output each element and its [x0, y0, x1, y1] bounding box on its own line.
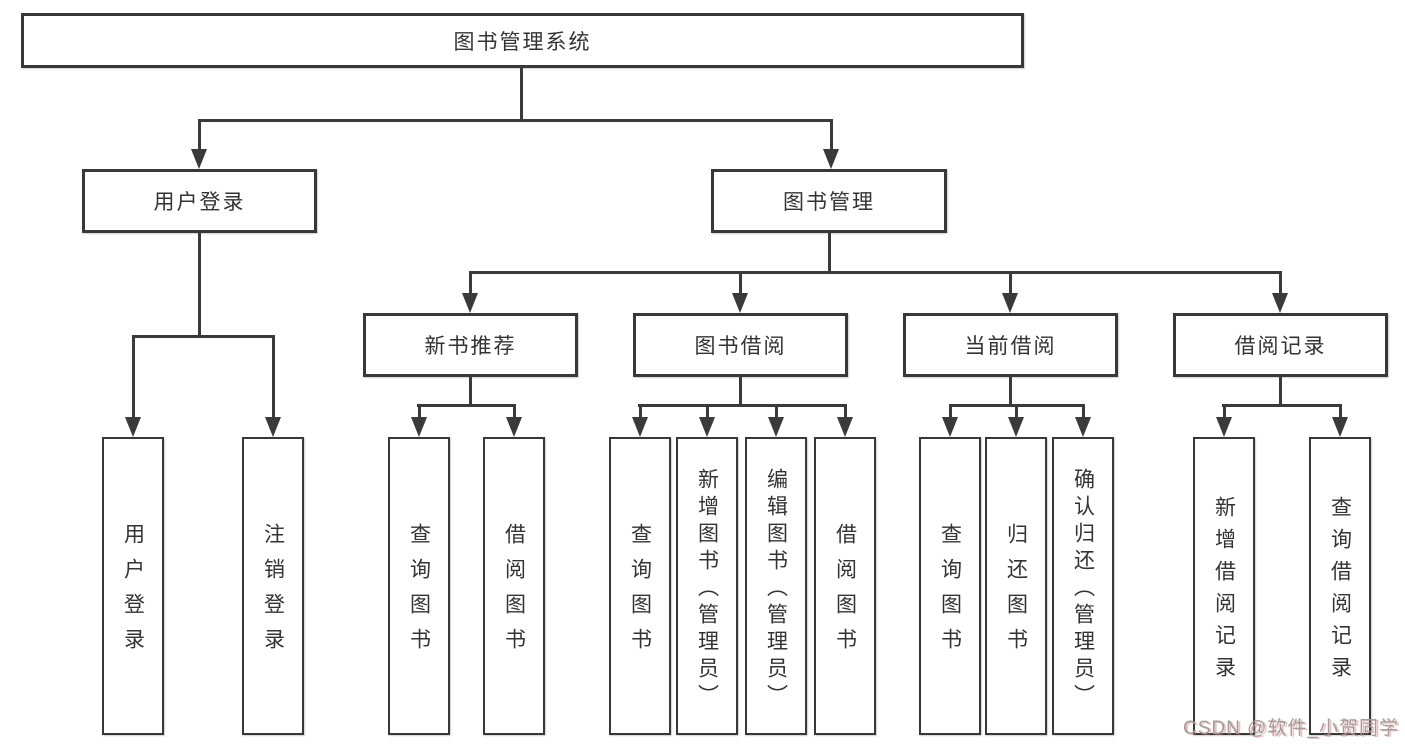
leaf-add-books-admin-label: 新增图书（管理员）	[695, 467, 719, 711]
arrow-down-icon	[506, 417, 522, 437]
leaf-borrow-books-borrow: 借阅图书	[814, 437, 876, 735]
leaf-query-books-borrow: 查询图书	[609, 437, 671, 735]
arrow-down-icon	[1332, 417, 1348, 437]
node-new-book-recommend-label: 新书推荐	[424, 335, 517, 358]
node-book-borrow-label: 图书借阅	[694, 335, 787, 358]
connector-book-borrow-split	[638, 404, 847, 407]
connector-root-stem	[520, 66, 523, 119]
connector-to-leaf-logout	[272, 335, 275, 419]
connector-to-book-borrow	[739, 271, 742, 295]
leaf-query-books-recommend-label: 查询图书	[407, 523, 431, 663]
leaf-confirm-return-admin-label: 确认归还（管理员）	[1071, 467, 1095, 711]
csdn-watermark: CSDN @软件_小贺同学	[1183, 718, 1399, 739]
connector-leaf	[775, 404, 778, 419]
arrow-down-icon	[411, 417, 427, 437]
node-root-label: 图书管理系统	[453, 30, 592, 54]
connector-leaf	[513, 404, 516, 419]
connector-level2-split	[198, 119, 832, 122]
connector-user-login-stem	[198, 231, 201, 335]
arrow-down-icon	[1272, 293, 1288, 313]
leaf-edit-books-admin: 编辑图书（管理员）	[745, 437, 807, 735]
leaf-borrow-books-recommend: 借阅图书	[483, 437, 545, 735]
connector-to-book-management	[830, 119, 833, 151]
connector-leaf	[1015, 404, 1018, 419]
connector-current-borrow-stem	[1009, 375, 1012, 404]
leaf-borrow-books-borrow-label: 借阅图书	[833, 523, 857, 663]
connector-user-login-split	[132, 335, 275, 338]
arrow-down-icon	[191, 149, 207, 169]
connector-leaf	[706, 404, 709, 419]
leaf-logout-label: 注销登录	[261, 523, 285, 663]
leaf-user-login: 用户登录	[102, 437, 164, 735]
connector-leaf	[1339, 404, 1342, 419]
node-book-management-label: 图书管理	[783, 191, 875, 214]
node-book-borrow: 图书借阅	[633, 313, 848, 377]
connector-to-current-borrow	[1009, 271, 1012, 295]
connector-to-user-login	[198, 119, 201, 151]
connector-book-management-stem	[828, 231, 831, 271]
arrow-down-icon	[265, 417, 281, 437]
arrow-down-icon	[1075, 417, 1091, 437]
arrow-down-icon	[732, 293, 748, 313]
leaf-add-borrow-record: 新增借阅记录	[1193, 437, 1255, 735]
leaf-user-login-label: 用户登录	[121, 523, 145, 663]
node-borrow-records-label: 借阅记录	[1234, 335, 1327, 358]
connector-leaf	[844, 404, 847, 419]
leaf-edit-books-admin-label: 编辑图书（管理员）	[764, 467, 788, 711]
arrow-down-icon	[837, 417, 853, 437]
arrow-down-icon	[462, 293, 478, 313]
arrow-down-icon	[1002, 293, 1018, 313]
arrow-down-icon	[942, 417, 958, 437]
connector-leaf	[639, 404, 642, 419]
connector-borrow-records-split	[1222, 404, 1341, 407]
node-borrow-records: 借阅记录	[1173, 313, 1388, 377]
connector-leaf	[418, 404, 421, 419]
node-current-borrow: 当前借阅	[903, 313, 1118, 377]
arrow-down-icon	[823, 149, 839, 169]
arrow-down-icon	[1216, 417, 1232, 437]
connector-new-book-recommend-split	[417, 404, 516, 407]
leaf-query-books-borrow-label: 查询图书	[628, 523, 652, 663]
connector-to-borrow-records	[1279, 271, 1282, 295]
connector-new-book-recommend-stem	[469, 375, 472, 404]
leaf-confirm-return-admin: 确认归还（管理员）	[1052, 437, 1114, 735]
leaf-query-books-recommend: 查询图书	[388, 437, 450, 735]
connector-leaf	[1082, 404, 1085, 419]
leaf-return-books: 归还图书	[985, 437, 1047, 735]
node-new-book-recommend: 新书推荐	[363, 313, 578, 377]
connector-to-leaf-user-login	[132, 335, 135, 419]
arrow-down-icon	[125, 417, 141, 437]
leaf-logout: 注销登录	[242, 437, 304, 735]
arrow-down-icon	[768, 417, 784, 437]
leaf-add-books-admin: 新增图书（管理员）	[676, 437, 738, 735]
connector-leaf	[1223, 404, 1226, 419]
node-user-login: 用户登录	[82, 169, 317, 233]
node-user-login-label: 用户登录	[153, 191, 246, 214]
connector-borrow-records-stem	[1279, 375, 1282, 404]
leaf-query-books-current-label: 查询图书	[938, 523, 962, 663]
leaf-borrow-books-recommend-label: 借阅图书	[502, 523, 526, 663]
arrow-down-icon	[1008, 417, 1024, 437]
arrow-down-icon	[632, 417, 648, 437]
connector-book-borrow-stem	[739, 375, 742, 404]
node-current-borrow-label: 当前借阅	[964, 335, 1057, 358]
leaf-query-borrow-record-label: 查询借阅记录	[1328, 495, 1352, 688]
arrow-down-icon	[699, 417, 715, 437]
leaf-query-borrow-record: 查询借阅记录	[1309, 437, 1371, 735]
leaf-return-books-label: 归还图书	[1004, 523, 1028, 663]
node-root: 图书管理系统	[21, 13, 1024, 68]
connector-leaf	[949, 404, 952, 419]
connector-to-new-book-recommend	[469, 271, 472, 295]
connector-level3-split	[469, 271, 1282, 274]
node-book-management: 图书管理	[711, 169, 947, 233]
leaf-add-borrow-record-label: 新增借阅记录	[1212, 495, 1236, 688]
leaf-query-books-current: 查询图书	[919, 437, 981, 735]
